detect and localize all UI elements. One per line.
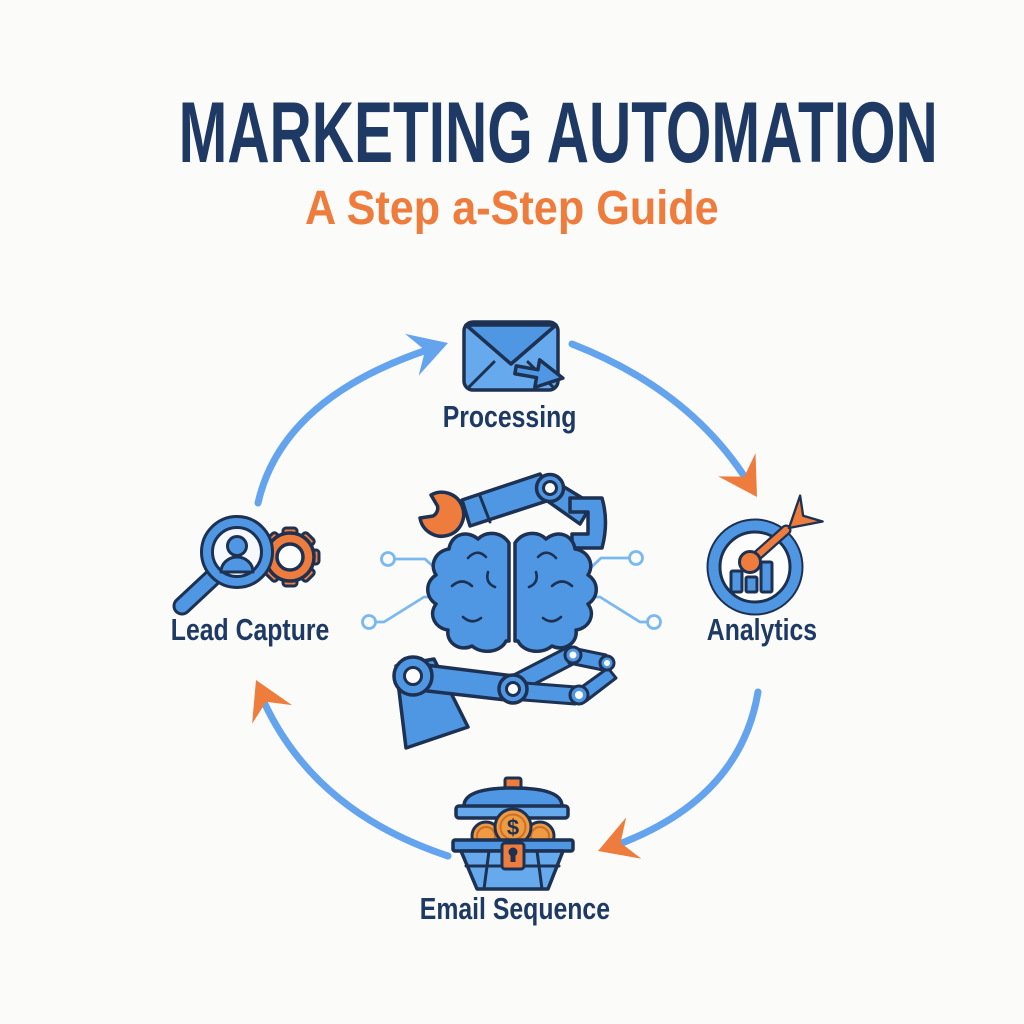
robotic-hand-icon [392,645,618,750]
coin-dollar-symbol: $ [507,815,519,840]
label-processing: Processing [443,399,577,434]
arrowhead-orange [718,453,776,509]
target-dart-bar-chart-icon [706,494,824,616]
bar-middle [744,575,759,594]
flow-arcs [236,322,776,872]
magnifier-person-gear-icon [172,515,321,616]
brain-icon [426,531,598,654]
arrowhead-orange [590,817,642,872]
page-title: MARKETING AUTOMATION [0,90,1024,176]
bar-left [729,569,744,594]
robotic-arm-wrench-icon [418,472,608,550]
page-subtitle: A Step a-Step Guide [0,185,1024,233]
label-email-sequence: Email Sequence [419,891,611,926]
forward-arrow [513,358,565,390]
label-lead-capture: Lead Capture [170,612,330,647]
bar-right [759,560,774,594]
label-analytics: Analytics [706,612,818,647]
person-head [226,535,248,557]
brain-left-hemisphere [426,531,511,654]
brain-right-hemisphere [513,531,598,654]
treasure-chest-coins-icon: $ [451,776,575,891]
page-title-text: MARKETING AUTOMATION [178,85,938,181]
arc-analytics-to-email-sequence [590,688,762,872]
arc-processing-to-analytics [568,340,776,509]
dart-tip [738,550,762,574]
envelope-forward-icon [462,320,565,392]
arc-email-sequence-to-lead-capture [236,670,452,860]
arrowhead-blue [405,322,455,376]
arc-lead-capture-to-processing [254,322,455,507]
arrowhead-orange [236,670,292,724]
page-subtitle-text: A Step a-Step Guide [305,182,719,235]
person-body [219,555,255,574]
